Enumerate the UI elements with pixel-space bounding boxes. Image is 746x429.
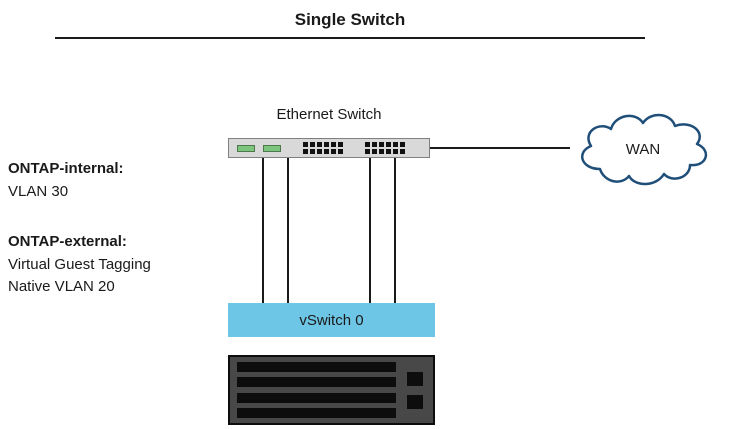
ontap-external-line2: Native VLAN 20 — [8, 278, 115, 295]
switch-port-block-icon — [303, 142, 343, 154]
cloud-icon — [581, 113, 708, 186]
diagram-title: Single Switch — [294, 10, 406, 29]
vswitch-label: vSwitch 0 — [299, 311, 364, 329]
switch-to-vswitch-link — [287, 158, 289, 303]
server-drive-bays — [237, 362, 396, 418]
vswitch-shape: vSwitch 0 — [228, 303, 435, 337]
switch-to-vswitch-link — [369, 158, 371, 303]
ontap-internal-title: ONTAP-internal: — [8, 160, 124, 177]
ethernet-switch-label: Ethernet Switch — [276, 106, 382, 123]
wan-label: WAN — [625, 141, 661, 158]
drive-bay-icon — [237, 377, 396, 388]
switch-to-vswitch-link — [394, 158, 396, 303]
title-underline — [55, 37, 645, 39]
switch-uplink-port-icon — [263, 144, 281, 152]
switch-to-vswitch-link — [262, 158, 264, 303]
drive-bay-icon — [237, 392, 396, 403]
server-chassis — [228, 355, 435, 425]
drive-bay-icon — [237, 407, 396, 418]
ethernet-switch-shape — [228, 138, 430, 158]
ontap-external-line1: Virtual Guest Tagging — [8, 256, 151, 273]
psu-icon — [407, 371, 423, 386]
drive-bay-icon — [237, 362, 396, 372]
switch-port-block-icon — [365, 142, 405, 154]
server-psu-column — [404, 362, 426, 418]
ontap-internal-value: VLAN 30 — [8, 183, 69, 200]
switch-to-wan-link — [430, 147, 570, 149]
psu-icon — [407, 394, 423, 409]
ontap-external-title: ONTAP-external: — [8, 233, 127, 250]
wan-cloud: WAN — [568, 103, 718, 198]
switch-uplink-port-icon — [237, 144, 255, 152]
